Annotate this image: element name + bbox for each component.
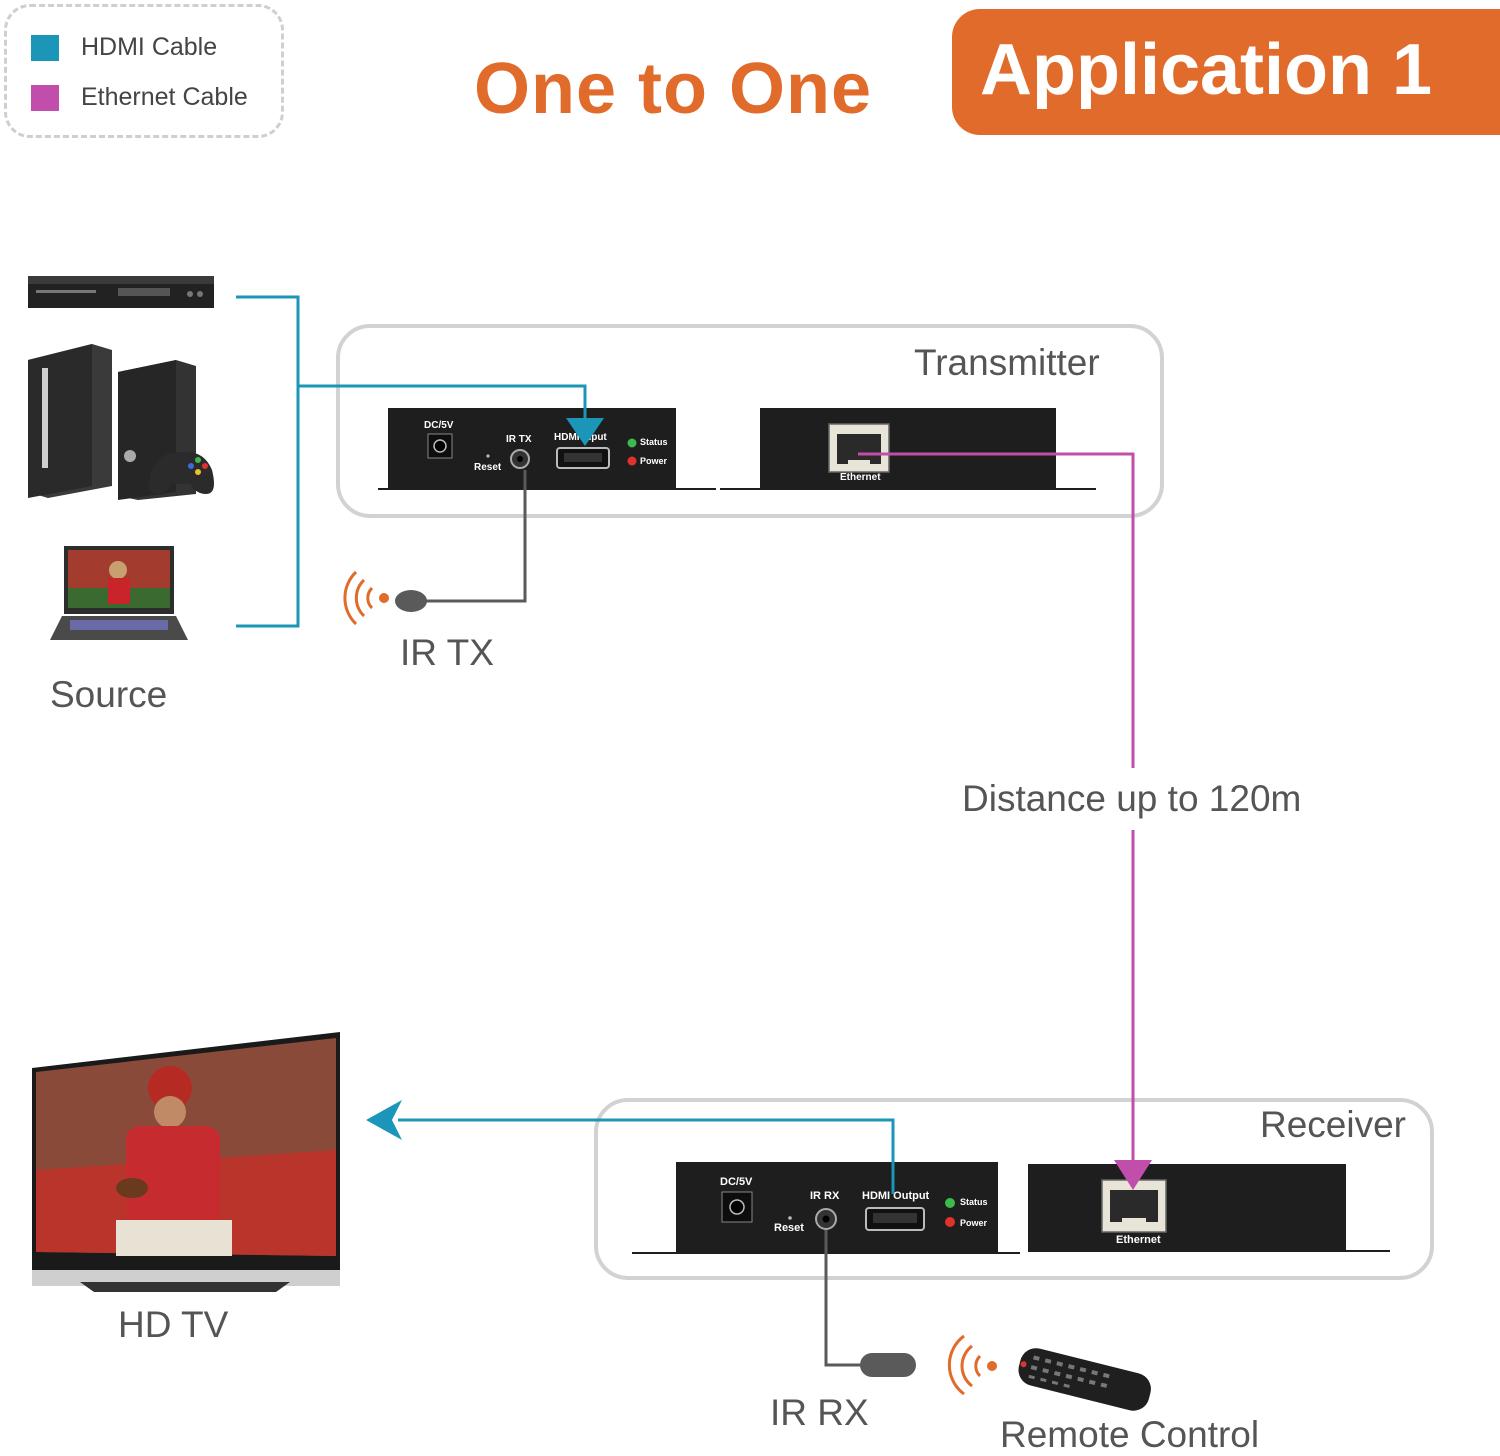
- transmitter-front-details: [378, 433, 716, 490]
- ethernet-arrowhead: [1114, 1160, 1152, 1190]
- reset-label: Reset: [474, 462, 502, 473]
- diagram-title: One to One: [474, 49, 873, 129]
- blu-ray-player-icon: [28, 276, 214, 308]
- ir-tx-cable: [424, 470, 527, 603]
- status-led-label: Status: [960, 1197, 988, 1207]
- receiver-back-panel: Ethernet: [1028, 1164, 1346, 1252]
- hdmi-output-arrowhead: [366, 1100, 402, 1140]
- badge-text: Application 1: [980, 30, 1433, 110]
- ir-port-label: IR TX: [506, 434, 532, 445]
- application-badge: Application 1: [952, 9, 1500, 135]
- hd-tv-icon: [32, 1032, 340, 1292]
- ir-port-label: IR RX: [810, 1190, 840, 1202]
- ir-tx-label: IR TX: [400, 632, 494, 673]
- distance-label: Distance up to 120m: [962, 778, 1302, 819]
- laptop-icon: [50, 546, 188, 640]
- legend-label: HDMI Cable: [81, 33, 218, 61]
- remote-control-icon: [1018, 1348, 1151, 1411]
- legend-label: Ethernet Cable: [81, 83, 248, 111]
- remote-control-label: Remote Control: [1000, 1414, 1260, 1455]
- ir-tx-signal-icon: [343, 570, 389, 626]
- ir-rx-label: IR RX: [770, 1392, 869, 1433]
- hd-tv-label: HD TV: [118, 1304, 229, 1345]
- legend: HDMI Cable Ethernet Cable: [4, 4, 284, 138]
- dc-power-label: DC/5V: [424, 420, 454, 431]
- hdmi-cable-input: [236, 295, 587, 628]
- power-led-label: Power: [640, 456, 668, 466]
- reset-label: Reset: [774, 1222, 804, 1234]
- ethernet-port-label: Ethernet: [840, 472, 881, 483]
- hdmi-cable-swatch: [31, 34, 59, 61]
- legend-item-ethernet: Ethernet Cable: [31, 83, 248, 112]
- receiver-group: [594, 1098, 1434, 1280]
- transmitter-label: Transmitter: [914, 342, 1100, 383]
- legend-item-hdmi: HDMI Cable: [31, 33, 217, 62]
- hdmi-cable-output: [398, 1118, 895, 1194]
- dc-power-label: DC/5V: [720, 1176, 753, 1188]
- game-console-icon: [28, 344, 214, 500]
- ethernet-port-label: Ethernet: [1116, 1234, 1161, 1246]
- hdmi-input-arrowhead: [566, 418, 604, 446]
- transmitter-back-panel: Ethernet: [760, 408, 1056, 490]
- ir-rx-cable: [824, 1230, 864, 1367]
- receiver-ethernet-port: [1028, 1179, 1390, 1252]
- status-led-label: Status: [640, 437, 668, 447]
- ethernet-cable-swatch: [31, 84, 59, 111]
- transmitter-group: [336, 324, 1164, 518]
- hdmi-port-label: HDMI Output: [862, 1190, 930, 1202]
- receiver-label: Receiver: [1260, 1104, 1406, 1145]
- ir-tx-emitter: [395, 590, 427, 612]
- remote-signal-icon: [947, 1334, 997, 1396]
- source-label: Source: [50, 674, 168, 715]
- ethernet-cable: [858, 452, 1135, 1168]
- transmitter-ethernet-port: [720, 423, 1096, 490]
- ir-rx-receiver: [860, 1353, 916, 1377]
- power-led-label: Power: [960, 1218, 988, 1228]
